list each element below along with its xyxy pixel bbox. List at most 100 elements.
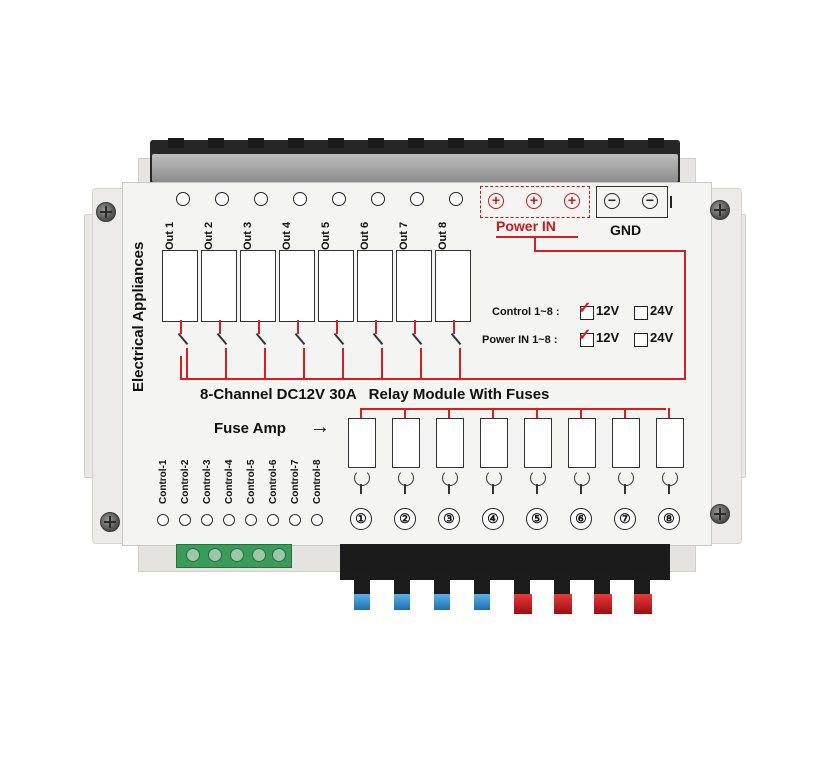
control-label: Control-5 (246, 459, 257, 504)
output-label: Out 6 (359, 221, 371, 250)
terminal-screw (272, 548, 286, 562)
fuse (348, 418, 376, 468)
terminal-screw (208, 138, 224, 148)
terminal-screw (248, 138, 264, 148)
fuse-number: ⑤ (526, 508, 548, 530)
terminal-screw (408, 138, 424, 148)
wire (219, 320, 221, 334)
fuse-number: ⑦ (614, 508, 636, 530)
wire (536, 484, 538, 494)
fuse-link-icon (486, 470, 502, 486)
wire (536, 408, 538, 420)
plug-stem (394, 572, 410, 596)
checkbox-12v-powerin (580, 333, 594, 347)
power-in-label: Power IN (496, 218, 556, 234)
wire (534, 250, 686, 252)
checkbox-12v-control (580, 306, 594, 320)
wire (684, 250, 686, 380)
fuse-bus-wire (360, 408, 666, 410)
control-terminal-icon (311, 514, 323, 526)
terminal-screw (448, 138, 464, 148)
wire (360, 484, 362, 494)
relay (357, 250, 393, 322)
terminal-screw (252, 548, 266, 562)
relay (396, 250, 432, 322)
relay (162, 250, 198, 322)
terminal-screw (208, 548, 222, 562)
fuse-number: ① (350, 508, 372, 530)
control-label: Control-4 (224, 459, 235, 504)
output-indicator-icon (176, 192, 190, 206)
wire (492, 408, 494, 420)
red-plug (634, 594, 652, 614)
wire (448, 408, 450, 420)
checkmark-icon: ✓ (578, 327, 592, 344)
fuse-link-icon (618, 470, 634, 486)
fuse-link-icon (354, 470, 370, 486)
control-label: Control-3 (202, 459, 213, 504)
fuse-number: ⑧ (658, 508, 680, 530)
terminal-screw (528, 138, 544, 148)
wire (297, 320, 299, 334)
wire (534, 238, 536, 252)
wire (336, 320, 338, 334)
side-title: Electrical Appliances (130, 241, 147, 392)
wire (404, 408, 406, 420)
relay (279, 250, 315, 322)
wire (624, 408, 626, 420)
blue-plug (354, 594, 370, 610)
wire (448, 484, 450, 494)
output-label: Out 4 (281, 221, 293, 250)
wire (492, 484, 494, 494)
fuse (612, 418, 640, 468)
fuse (568, 418, 596, 468)
screw-icon (710, 200, 730, 220)
wire (225, 348, 227, 378)
terminal-cover (152, 154, 678, 182)
wire (303, 348, 305, 378)
wire (264, 348, 266, 378)
output-label: Out 2 (203, 221, 215, 250)
powerin-24v-option: 24V (650, 330, 674, 345)
fuse (524, 418, 552, 468)
minus-icon: − (604, 193, 620, 209)
fuse-link-icon (530, 470, 546, 486)
screw-icon (710, 504, 730, 524)
plus-icon: + (488, 193, 504, 209)
control-label: Control-6 (268, 459, 279, 504)
wire (420, 348, 422, 378)
plug-stem (514, 572, 530, 596)
fuse-number: ⑥ (570, 508, 592, 530)
plus-icon: + (526, 193, 542, 209)
terminal-screw (288, 138, 304, 148)
output-indicator-icon (293, 192, 307, 206)
control-terminal-icon (289, 514, 301, 526)
output-label: Out 7 (398, 221, 410, 250)
terminal-screw (488, 138, 504, 148)
blue-plug (434, 594, 450, 610)
plug-stem (474, 572, 490, 596)
red-plug (514, 594, 532, 614)
control-label: Control-8 (312, 459, 323, 504)
output-indicator-icon (410, 192, 424, 206)
output-indicator-icon (215, 192, 229, 206)
front-panel (122, 182, 712, 546)
control-terminal-icon (157, 514, 169, 526)
checkbox-24v-powerin (634, 333, 648, 347)
red-plug (554, 594, 572, 614)
control-12v-option: 12V (596, 303, 620, 318)
relay (435, 250, 471, 322)
output-indicator-icon (332, 192, 346, 206)
terminal-screw (328, 138, 344, 148)
output-label: Out 8 (437, 221, 449, 250)
wire (459, 348, 461, 378)
wire (404, 484, 406, 494)
plug-stem (594, 572, 610, 596)
output-indicator-icon (254, 192, 268, 206)
fuse-link-icon (662, 470, 678, 486)
terminal-screw (608, 138, 624, 148)
wire (668, 408, 670, 420)
control-terminal-icon (267, 514, 279, 526)
terminal-screw (168, 138, 184, 148)
terminal-screw (648, 138, 664, 148)
